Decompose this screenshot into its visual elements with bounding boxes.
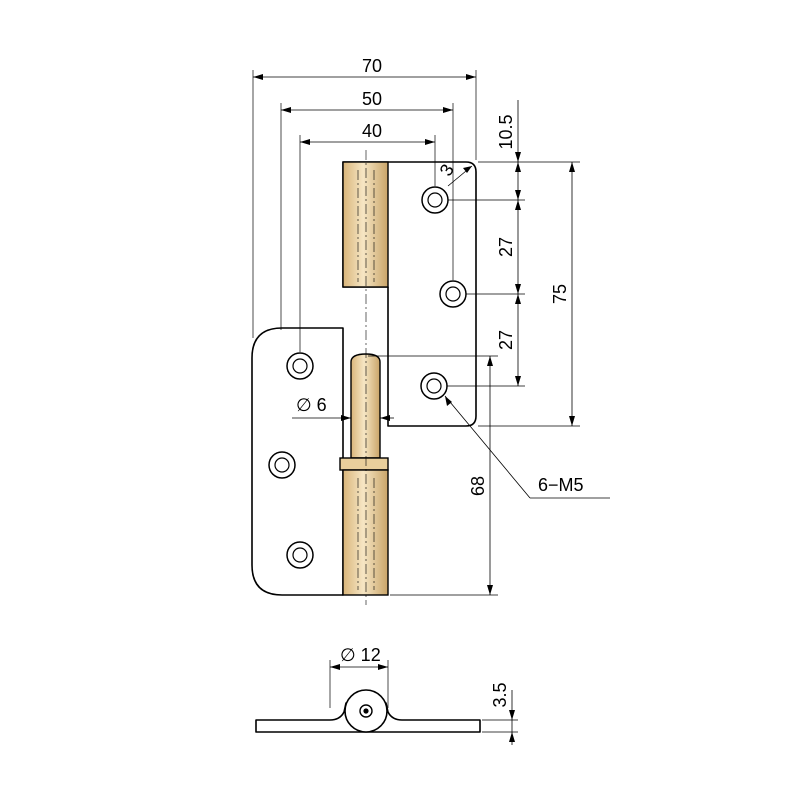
dimension-label: 3.5 [490,682,510,707]
screw-hole [286,541,314,569]
side-view [255,689,481,733]
dimension-label: 50 [362,89,382,109]
dimension-label: 68 [468,476,488,496]
screw-hole [420,372,448,400]
screw-hole [268,451,296,479]
screw-hole [286,352,314,380]
callout-screw-holes: 6−M5 [444,395,610,499]
dimension-label: 75 [550,284,570,304]
dimension-50: 50 [280,89,454,330]
screw-hole [421,186,449,214]
dimension-label: 27 [496,330,516,350]
dimension-hole-spacing: 10.5 27 27 [447,100,580,387]
screw-hole [439,280,467,308]
dimension-label: 6−M5 [538,475,584,495]
dimension-barrel-diameter: ∅ 12 [329,645,389,708]
dimension-thickness: 3.5 [482,682,518,745]
dimension-label: 27 [496,237,516,257]
dimension-75: 75 [478,162,580,427]
lower-knuckle [342,469,389,596]
dimension-label: ∅ 12 [340,645,381,665]
pin-core [363,708,369,714]
upper-knuckle [342,161,389,288]
dimension-68: 68 [368,355,498,596]
dimension-label: 70 [362,56,382,76]
dimension-40: 40 [299,121,436,352]
pin-collar [339,457,389,471]
dimension-70: 70 [252,56,477,338]
dimension-pin-diameter: ∅ 6 [292,395,394,421]
hinge-pin [350,353,381,459]
dimension-label: 10.5 [496,114,516,149]
dimension-label: 40 [362,121,382,141]
lower-leaf [251,327,389,596]
dimension-label: ∅ 6 [296,395,327,415]
upper-leaf [342,161,477,427]
